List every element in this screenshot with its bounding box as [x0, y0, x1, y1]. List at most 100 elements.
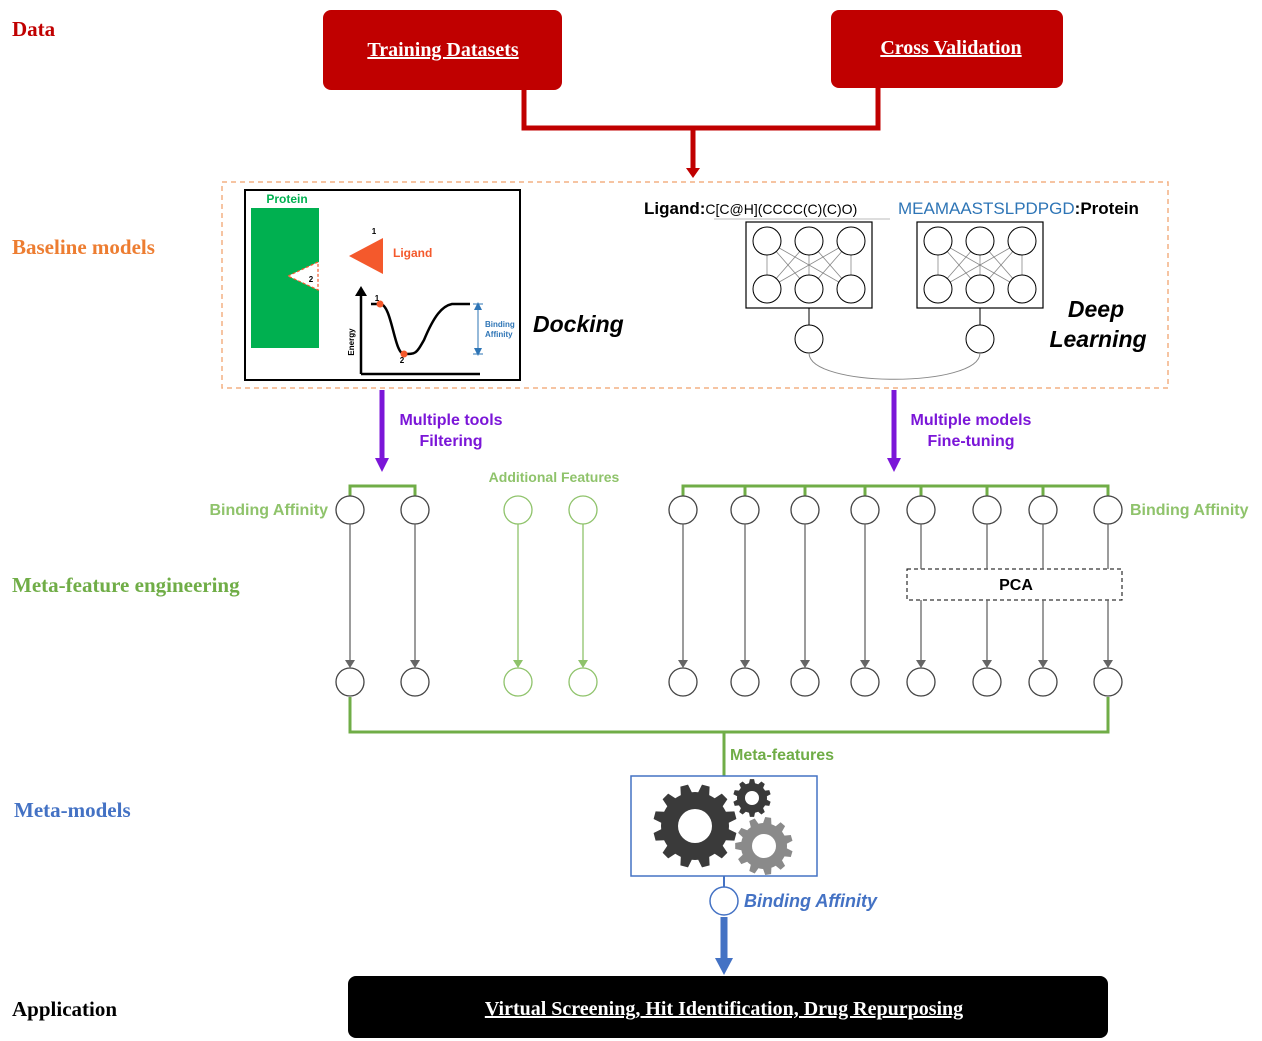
ligand-label: Ligand	[393, 246, 432, 260]
protein-embedding-node	[965, 324, 995, 354]
feature-arrow-head-1	[345, 660, 355, 668]
deep-learning-title-line1: Deep	[1068, 296, 1124, 322]
data-arrow-head	[686, 168, 700, 178]
meta-features-bracket	[348, 697, 1110, 776]
feature-input-node-3	[503, 495, 533, 525]
meta-output-label: Binding Affinity	[744, 891, 878, 911]
medium-gear-icon-hole	[752, 834, 776, 858]
training-datasets-box	[323, 10, 562, 90]
feature-input-node-9	[906, 495, 936, 525]
feature-input-node-6	[730, 495, 760, 525]
stage-label-application: Application	[12, 997, 117, 1021]
application-arrow-head	[715, 958, 733, 975]
feature-input-node-1	[335, 495, 365, 525]
energy-point-1	[376, 300, 384, 308]
docking-branch-label-1: Multiple tools	[399, 412, 502, 429]
feature-input-node-7	[790, 495, 820, 525]
protein-sequence: MEAMAASTSLPDPGD	[898, 199, 1075, 218]
feature-arrow-head-6	[740, 660, 750, 668]
dl-branch-arrow-head	[887, 458, 901, 472]
training-datasets-label: Training Datasets	[367, 39, 519, 61]
gears-icon	[653, 779, 793, 875]
stage-label-baseline: Baseline models	[12, 235, 155, 259]
large-gear-icon-hole	[678, 809, 712, 843]
affinity-label-line1: Binding	[485, 320, 515, 329]
protein-network-nodes	[923, 226, 1037, 304]
embedding-join-curve	[808, 352, 981, 380]
feature-arrow-head-9	[916, 660, 926, 668]
meta-features-label: Meta-features	[730, 747, 834, 764]
binding-affinity-right-label: Binding Affinity	[1130, 502, 1249, 519]
protein-input-line: MEAMAASTSLPDPGD:Protein	[898, 199, 1139, 218]
energy-point-2-label: 2	[400, 356, 405, 365]
energy-point-2	[400, 350, 408, 358]
energy-axis-arrow	[355, 286, 367, 296]
dl-distribution-bar	[681, 484, 1110, 496]
feature-output-node-6	[730, 667, 760, 697]
protein-label: Protein	[266, 192, 307, 206]
deep-learning-title-line2: Learning	[1049, 326, 1146, 352]
ligand-prefix: Ligand:	[644, 199, 705, 218]
docking-title: Docking	[533, 311, 624, 337]
feature-input-node-4	[568, 495, 598, 525]
feature-output-node-2	[400, 667, 430, 697]
energy-axis-label: Energy	[347, 328, 356, 356]
feature-arrow-head-7	[800, 660, 810, 668]
dl-branch-label-1: Multiple models	[911, 412, 1032, 429]
additional-features-label: Additional Features	[489, 469, 620, 485]
deep-learning-input-line: Ligand:C[C@H](CCCC(C)(C)O)	[644, 199, 857, 218]
pocket-point-2: 2	[309, 275, 314, 284]
feature-output-node-12	[1093, 667, 1123, 697]
feature-input-node-8	[850, 495, 880, 525]
feature-input-node-10	[972, 495, 1002, 525]
feature-output-node-9	[906, 667, 936, 697]
feature-arrow-head-4	[578, 660, 588, 668]
feature-output-node-11	[1028, 667, 1058, 697]
feature-input-node-11	[1028, 495, 1058, 525]
feature-arrow-head-12	[1103, 660, 1113, 668]
docking-branch-label-2: Filtering	[419, 433, 482, 450]
stage-label-meta-feature: Meta-feature engineering	[12, 573, 240, 597]
binding-affinity-left-label: Binding Affinity	[210, 502, 329, 519]
feature-output-node-1	[335, 667, 365, 697]
feature-columns	[335, 495, 1123, 697]
dl-branch-label-2: Fine-tuning	[927, 433, 1014, 450]
feature-output-node-4	[568, 667, 598, 697]
feature-arrow-head-5	[678, 660, 688, 668]
feature-arrow-head-2	[410, 660, 420, 668]
affinity-label-line2: Affinity	[485, 330, 513, 339]
energy-curve	[371, 302, 470, 356]
stage-label-meta-models: Meta-models	[14, 798, 131, 822]
meta-output-node	[709, 886, 739, 916]
feature-arrow-head-8	[860, 660, 870, 668]
energy-point-1-label: 1	[375, 294, 380, 303]
protein-suffix: :Protein	[1075, 199, 1139, 218]
cross-validation-box	[831, 10, 1063, 88]
feature-output-node-10	[972, 667, 1002, 697]
application-box	[348, 976, 1108, 1038]
data-merge-connector	[521, 88, 881, 170]
protein-shape	[251, 208, 319, 348]
docking-distribution-bar	[348, 484, 417, 496]
ligand-network-nodes	[752, 226, 866, 304]
ligand-point-1: 1	[372, 227, 377, 236]
cross-validation-label: Cross Validation	[880, 37, 1021, 59]
stage-label-data: Data	[12, 17, 56, 41]
pca-box	[906, 568, 1123, 601]
feature-arrow-head-11	[1038, 660, 1048, 668]
feature-arrow-head-10	[982, 660, 992, 668]
energy-axes	[359, 292, 480, 376]
small-gear-icon-hole	[745, 791, 759, 805]
pca-label: PCA	[999, 577, 1033, 594]
ligand-triangle	[349, 238, 383, 274]
feature-input-node-5	[668, 495, 698, 525]
feature-output-node-3	[503, 667, 533, 697]
feature-arrow-head-3	[513, 660, 523, 668]
application-label: Virtual Screening, Hit Identification, D…	[485, 998, 963, 1020]
docking-branch-arrow-head	[375, 458, 389, 472]
ligand-smiles: C[C@H](CCCC(C)(C)O)	[705, 201, 857, 217]
baseline-frame	[221, 181, 1169, 389]
feature-output-node-8	[850, 667, 880, 697]
feature-output-node-5	[668, 667, 698, 697]
